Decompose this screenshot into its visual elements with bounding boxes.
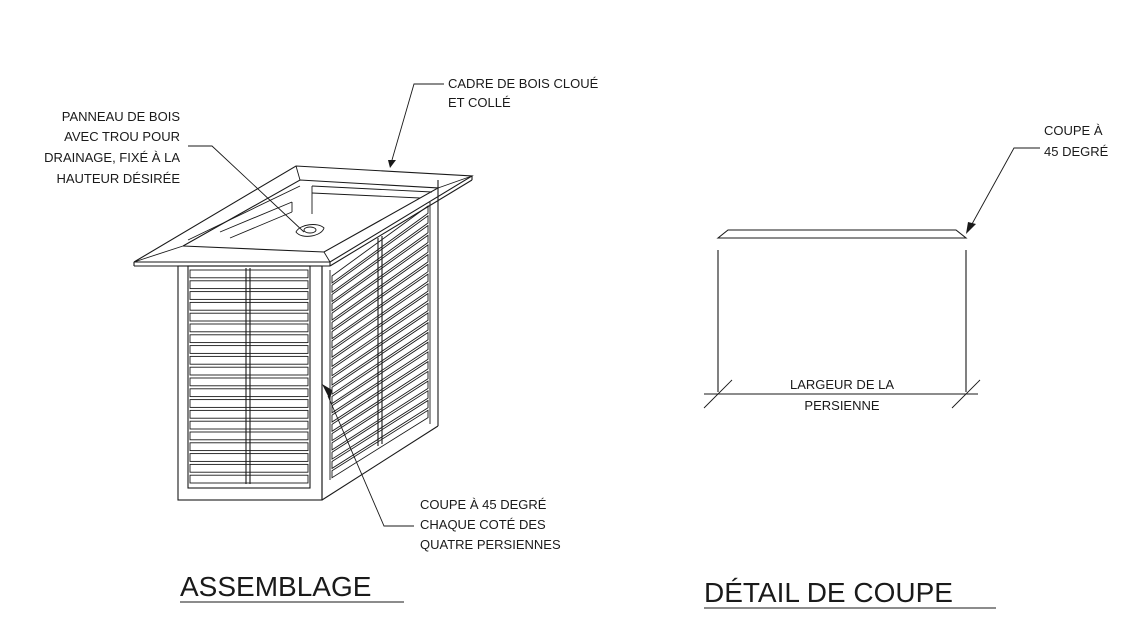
- louver-outline: [717, 250, 967, 392]
- front-louver-slat: [189, 442, 309, 452]
- side-louver-slat: [331, 321, 429, 396]
- label-largeur-line1: LARGEUR DE LA: [790, 377, 894, 392]
- side-louver-slat: [331, 244, 429, 321]
- front-louver-slat: [189, 345, 309, 354]
- side-louver-slat: [331, 389, 429, 460]
- top-frame: [133, 165, 474, 267]
- front-louver-slats: [189, 269, 309, 484]
- label-cadre-line1: CADRE DE BOIS CLOUÉ: [448, 76, 599, 91]
- front-louver-slat: [189, 431, 309, 441]
- width-dimension: [703, 379, 981, 409]
- label-panneau-line3: DRAINAGE, FIXÉ À LA: [44, 150, 180, 165]
- side-louver-slat: [331, 351, 429, 423]
- title-assemblage: ASSEMBLAGE: [180, 571, 371, 602]
- front-louver-slat: [189, 280, 309, 290]
- front-louver-slat: [189, 377, 309, 387]
- side-louver-slat: [331, 312, 429, 386]
- front-louver-panel: [177, 265, 323, 501]
- leader-coupe-detail: [966, 147, 1040, 234]
- side-louver-slat: [331, 360, 429, 433]
- front-louver-slat: [189, 312, 309, 322]
- side-louver-slat: [331, 234, 429, 312]
- side-louver-slat: [331, 380, 429, 451]
- side-louver-slat: [331, 205, 429, 284]
- front-louver-slat: [189, 420, 309, 430]
- label-largeur-line2: PERSIENNE: [804, 398, 879, 413]
- side-louver-slat: [331, 292, 429, 368]
- front-louver-slat: [189, 409, 309, 419]
- leader-cadre: [388, 83, 444, 168]
- side-louver-slats: [331, 205, 429, 479]
- side-louver-slat: [331, 263, 429, 340]
- label-coupe-detail-line1: COUPE À: [1044, 123, 1103, 138]
- front-louver-slat: [189, 388, 309, 398]
- side-louver-slat: [331, 331, 429, 405]
- assembly-drawing: CADRE DE BOIS CLOUÉ ET COLLÉ PANNEAU DE …: [44, 76, 599, 603]
- label-panneau-line4: HAUTEUR DÉSIRÉE: [56, 171, 180, 186]
- side-louver-panel: [321, 180, 439, 501]
- drainage-panel: [295, 224, 325, 237]
- side-louver-slat: [331, 399, 429, 470]
- cut-strip: [716, 229, 968, 239]
- front-louver-slat: [189, 355, 309, 365]
- leader-coupe-assembly: [322, 384, 414, 527]
- label-coupe-assembly-line2: CHAQUE COTÉ DES: [420, 517, 546, 532]
- front-louver-slat: [189, 291, 309, 300]
- side-louver-slat: [331, 214, 429, 294]
- label-panneau-line2: AVEC TROU POUR: [64, 129, 180, 144]
- side-louver-slat: [331, 282, 429, 358]
- side-louver-slat: [331, 273, 429, 349]
- front-louver-slat: [189, 399, 309, 408]
- leader-panneau: [188, 145, 305, 233]
- label-coupe-assembly-line3: QUATRE PERSIENNES: [420, 537, 561, 552]
- side-louver-slat: [331, 224, 429, 303]
- front-louver-slat: [189, 334, 309, 344]
- side-louver-slat: [331, 409, 429, 479]
- side-louver-slat: [331, 302, 429, 377]
- side-louver-slat: [331, 341, 429, 414]
- label-coupe-assembly-line1: COUPE À 45 DEGRÉ: [420, 497, 547, 512]
- front-louver-slat: [189, 366, 309, 376]
- label-coupe-detail-line2: 45 DEGRÉ: [1044, 144, 1109, 159]
- front-louver-slat: [189, 463, 309, 473]
- front-louver-slat: [189, 301, 309, 311]
- detail-drawing: LARGEUR DE LA PERSIENNE COUPE À 45 DEGRÉ…: [703, 123, 1109, 609]
- title-detail-de-coupe: DÉTAIL DE COUPE: [704, 577, 953, 608]
- front-louver-slat: [189, 323, 309, 333]
- front-louver-slat: [189, 453, 309, 462]
- front-louver-slat: [189, 474, 309, 484]
- front-louver-slat: [189, 269, 309, 279]
- side-louver-slat: [331, 253, 429, 331]
- label-panneau-line1: PANNEAU DE BOIS: [62, 109, 181, 124]
- side-louver-slat: [331, 370, 429, 442]
- label-cadre-line2: ET COLLÉ: [448, 95, 511, 110]
